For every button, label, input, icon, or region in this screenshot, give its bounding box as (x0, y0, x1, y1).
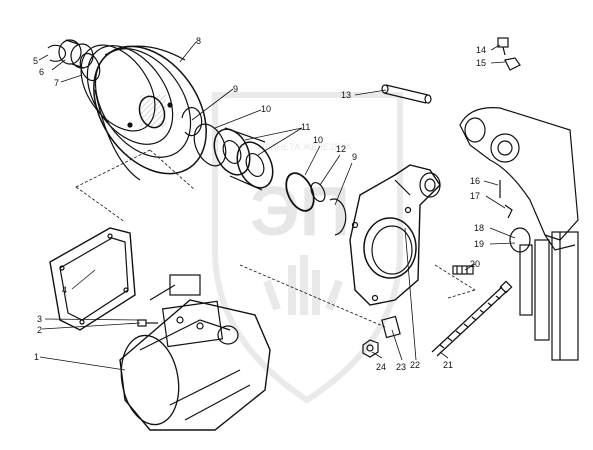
part-5-snap-ring (47, 44, 67, 62)
callout-23: 23 (396, 362, 407, 372)
callout-5: 5 (33, 56, 39, 66)
part-8-pulley (80, 44, 207, 181)
part-17-clip (504, 204, 513, 219)
callout-3: 3 (37, 314, 43, 324)
callout-6: 6 (39, 67, 45, 77)
callout-20: 20 (470, 259, 481, 269)
callout-17: 17 (470, 191, 481, 201)
callout-9a: 9 (233, 84, 239, 94)
part-1-motor (119, 274, 271, 431)
watermark-main: ЭП (250, 172, 350, 250)
part-2-3-screw (137, 319, 158, 327)
part-14-bolt (497, 37, 509, 56)
callout-15: 15 (476, 58, 487, 68)
part-15-wing-nut (504, 57, 521, 71)
callout-10a: 10 (261, 104, 272, 114)
callout-18: 18 (474, 223, 485, 233)
callout-4: 4 (62, 285, 68, 295)
callout-9b: 9 (352, 152, 358, 162)
part-24-nut (362, 339, 379, 358)
part-22-housing (349, 164, 441, 339)
part-13-pin (381, 84, 432, 104)
part-12-spacer (310, 181, 326, 203)
callout-22: 22 (410, 360, 421, 370)
callout-16: 16 (470, 176, 481, 186)
callout-1: 1 (34, 352, 40, 362)
callout-11: 11 (301, 122, 311, 132)
callout-19: 19 (474, 239, 485, 249)
leader-lines (38, 41, 516, 371)
parts (47, 37, 579, 431)
callout-8: 8 (196, 36, 202, 46)
callout-12: 12 (336, 144, 347, 154)
callout-7: 7 (54, 78, 60, 88)
part-11-bearings (213, 127, 274, 191)
callout-14: 14 (476, 45, 487, 55)
part-4-gasket (49, 227, 136, 331)
part-9-snap-ring-b (329, 198, 347, 236)
bracket-assembly (459, 107, 579, 361)
callout-13: 13 (341, 90, 352, 100)
part-21-threaded-rod (431, 280, 513, 357)
watermark: ЭП ПЛАНЕТА ЖЕЛЕЗЯКА (212, 92, 403, 404)
part-9-snap-ring-a (181, 106, 203, 137)
watermark-sub: ПЛАНЕТА ЖЕЛЕЗЯКА (258, 142, 352, 152)
part-10-ring-a (193, 123, 227, 167)
callout-21: 21 (443, 360, 454, 370)
callout-10b: 10 (313, 135, 324, 145)
callout-2: 2 (37, 325, 43, 335)
callout-24: 24 (376, 362, 387, 372)
part-20-stud (452, 265, 474, 275)
